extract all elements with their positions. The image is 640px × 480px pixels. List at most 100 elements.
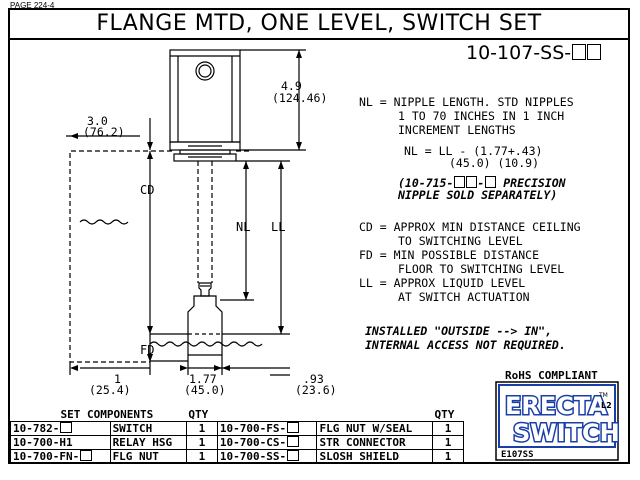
logo-tm: TM [598,392,608,399]
qty-header: QTY [188,407,209,421]
note-nl-line3: INCREMENT LENGTHS [398,123,516,137]
dim-flange: 3.0 [87,114,108,128]
option-box [454,176,466,188]
logo-erecta: ERECTA [505,392,607,420]
component-qty-text: 1 [444,449,452,463]
component-qty: 1 [185,449,218,464]
option-box [287,436,300,447]
note-precision-line2: NIPPLE SOLD SEPARATELY) [398,188,558,202]
component-description-text: SWITCH [112,421,153,435]
component-qty-text: 1 [444,421,452,435]
part-number-text: 10-107-SS- [466,42,572,64]
dim-nl-label: NL [236,220,251,234]
component-qty-text: 1 [198,449,206,463]
component-description-text: FLG NUT [112,449,159,463]
component-row: 10-700-FN- FLG NUT 1 10-700-SS- SLOSH SHIELD… [10,449,464,464]
component-description-text: SLOSH SHIELD [319,449,399,463]
logo-switch: SWITCH [513,419,619,447]
option-box [485,176,497,188]
component-part-number-text: 10-700-H1 [13,435,73,449]
note-install-line2: INTERNAL ACCESS NOT REQUIRED. [365,338,566,352]
component-description: FLG NUT W/SEAL [316,421,433,436]
component-description: STR CONNECTOR [316,435,433,450]
part-option-box [572,44,587,60]
component-description: FLG NUT [109,449,187,464]
option-box [80,450,93,461]
dim-top-height: 4.9 [281,79,302,93]
dim-top-height-mm: (124.46) [272,91,328,105]
note-ll-line1: LL = APPROX LIQUID LEVEL [359,276,526,290]
option-box [287,450,300,461]
option-box [466,176,478,188]
component-qty: 1 [432,435,464,450]
note-install-line1: INSTALLED "OUTSIDE --> IN", [365,324,552,338]
component-row: 10-782- SWITCH 1 10-700-FS- FLG NUT W/SEAL 1 [10,421,464,436]
note-precision-b: - [477,176,485,190]
component-row: 10-700-H1 RELAY HSG 1 10-700-CS- STR CONNECT… [10,435,464,450]
components-header: SET COMPONENTS [60,407,154,421]
component-part-number: 10-700-SS- [216,449,318,464]
relay-housing [169,49,241,143]
option-box [60,422,73,433]
dim-left-offset: 1 [114,372,121,386]
note-cd-line1: CD = APPROX MIN DISTANCE CEILING [359,220,581,234]
component-part-number: 10-700-CS- [216,435,318,450]
option-box [287,422,300,433]
dim-left-offset-mm: (25.4) [89,383,131,397]
component-part-number-text: 10-700-SS- [219,450,287,463]
component-description-text: STR CONNECTOR [319,435,406,449]
component-qty: 1 [432,421,464,436]
dim-fd-label: FD [140,343,155,357]
logo-l2: L2 [601,401,612,410]
component-part-number: 10-782- [10,421,111,436]
title-bar: FLANGE MTD, ONE LEVEL, SWITCH SET [8,8,630,40]
note-fd-line2: FLOOR TO SWITCHING LEVEL [398,262,565,276]
component-qty-text: 1 [198,421,206,435]
component-qty-text: 1 [444,435,452,449]
part-number: 10-107-SS- [466,42,602,64]
erecta-switch-logo: ERECTA SWITCH TM L2 E107SS [495,381,619,461]
housing-port-icon [195,61,215,81]
component-qty: 1 [185,421,218,436]
component-qty: 1 [185,435,218,450]
note-nl-line2: 1 TO 70 INCHES IN 1 INCH [398,109,565,123]
page-label: PAGE 224-4 [10,1,55,10]
dim-flange-mm: (76.2) [83,125,125,139]
component-part-number-text: 10-700-FN- [13,450,80,463]
component-qty-text: 1 [198,435,206,449]
note-ll-line2: AT SWITCH ACTUATION [398,290,530,304]
note-formula-line2: (45.0) (10.9) [449,156,540,170]
note-nl-line1: NL = NIPPLE LENGTH. STD NIPPLES [359,95,574,109]
note-formula-line1: NL = LL - (1.77+.43) [404,144,543,158]
note-precision-c: PRECISION [496,176,566,190]
rohs-compliant-label: RoHS COMPLIANT [505,369,598,382]
logo-code: E107SS [501,450,534,460]
component-part-number-text: 10-782- [13,422,60,435]
component-part-number: 10-700-FN- [10,449,111,464]
component-description-text: RELAY HSG [112,435,173,449]
note-precision-line1: (10-715- - PRECISION [398,176,566,190]
note-precision-a: (10-715- [398,176,454,190]
dim-ll-label: LL [271,220,286,234]
component-part-number: 10-700-FS- [216,421,318,436]
note-fd-line1: FD = MIN POSSIBLE DISTANCE [359,248,540,262]
dim-body-width: 1.77 [189,372,217,386]
component-description: RELAY HSG [109,435,187,450]
dim-right-offset: .93 [303,372,324,386]
qty-header: QTY [434,407,455,421]
dim-cd-label: CD [140,183,155,197]
component-description-text: FLG NUT W/SEAL [319,421,413,435]
part-option-box [587,44,602,60]
component-part-number-text: 10-700-CS- [219,436,287,449]
note-cd-line2: TO SWITCHING LEVEL [398,234,523,248]
component-description: SLOSH SHIELD [316,449,433,464]
drawing-title: FLANGE MTD, ONE LEVEL, SWITCH SET [96,11,542,36]
component-part-number: 10-700-H1 [10,435,111,450]
component-part-number-text: 10-700-FS- [219,422,287,435]
component-qty: 1 [432,449,464,464]
dim-right-offset-mm: (23.6) [295,383,337,397]
dim-body-width-mm: (45.0) [184,383,226,397]
component-description: SWITCH [109,421,187,436]
